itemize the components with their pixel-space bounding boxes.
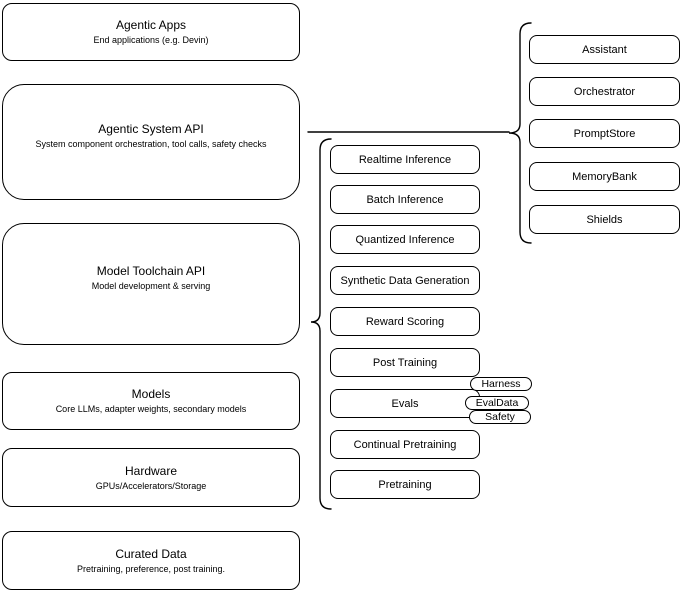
service-label: Synthetic Data Generation <box>340 274 470 287</box>
box-agentic-apps: Agentic Apps End applications (e.g. Devi… <box>2 3 300 61</box>
service-box-pretraining: Pretraining <box>330 470 480 499</box>
box-title: Model Toolchain API <box>96 264 206 278</box>
box-subtitle: Model development & serving <box>91 281 211 291</box>
eval-tag-label: Harness <box>481 378 521 390</box>
service-box-evals: Evals <box>330 389 480 418</box>
box-models: Models Core LLMs, adapter weights, secon… <box>2 372 300 430</box>
component-box-shields: Shields <box>529 205 680 234</box>
component-box-orchestrator: Orchestrator <box>529 77 680 106</box>
service-label: Evals <box>391 397 419 410</box>
box-subtitle: End applications (e.g. Devin) <box>93 35 209 45</box>
service-label: Quantized Inference <box>355 233 455 246</box>
component-label: Shields <box>586 213 623 226</box>
box-text: Agentic Apps End applications (e.g. Devi… <box>3 18 299 46</box>
component-box-memorybank: MemoryBank <box>529 162 680 191</box>
box-subtitle: Pretraining, preference, post training. <box>76 563 226 574</box>
service-box-quantized-inference: Quantized Inference <box>330 225 480 254</box>
component-label: MemoryBank <box>572 170 637 183</box>
eval-tag-safety: Safety <box>469 410 531 424</box>
service-box-post-training: Post Training <box>330 348 480 377</box>
box-title: Agentic Apps <box>115 18 187 32</box>
box-title: Curated Data <box>115 546 187 561</box>
box-text: Model Toolchain API Model development & … <box>3 264 299 292</box>
box-subtitle: System component orchestration, tool cal… <box>35 139 267 149</box>
box-text: Hardware GPUs/Accelerators/Storage <box>3 464 299 492</box>
eval-tag-label: Safety <box>485 411 515 423</box>
service-box-realtime-inference: Realtime Inference <box>330 145 480 174</box>
service-label: Realtime Inference <box>358 153 452 166</box>
component-box-promptstore: PromptStore <box>529 119 680 148</box>
component-label: PromptStore <box>573 127 636 140</box>
component-label: Orchestrator <box>573 85 636 98</box>
box-model-toolchain-api: Model Toolchain API Model development & … <box>2 223 300 345</box>
component-label: Assistant <box>582 43 627 56</box>
box-curated-data: Curated Data Pretraining, preference, po… <box>2 531 300 590</box>
box-subtitle: Core LLMs, adapter weights, secondary mo… <box>55 404 247 414</box>
box-title: Models <box>131 387 171 401</box>
service-label: Post Training <box>372 356 438 369</box>
component-box-assistant: Assistant <box>529 35 680 64</box>
box-agentic-system-api: Agentic System API System component orch… <box>2 84 300 200</box>
service-box-reward-scoring: Reward Scoring <box>330 307 480 336</box>
service-box-continual-pretraining: Continual Pretraining <box>330 430 480 459</box>
box-title: Agentic System API <box>98 122 204 136</box>
service-label: Reward Scoring <box>365 315 445 328</box>
eval-tag-harness: Harness <box>470 377 532 391</box>
box-text: Models Core LLMs, adapter weights, secon… <box>3 387 299 415</box>
brace-toolchain-services <box>310 138 332 510</box>
box-subtitle: GPUs/Accelerators/Storage <box>95 480 207 491</box>
service-box-synthetic-data-generation: Synthetic Data Generation <box>330 266 480 295</box>
box-title: Hardware <box>124 463 178 478</box>
box-text: Agentic System API System component orch… <box>3 122 299 150</box>
service-label: Batch Inference <box>366 193 444 206</box>
brace-system-components <box>508 22 532 244</box>
box-text: Curated Data Pretraining, preference, po… <box>3 547 299 575</box>
service-label: Pretraining <box>378 478 432 491</box>
eval-tag-label: EvalData <box>475 397 519 409</box>
service-label: Continual Pretraining <box>353 438 457 451</box>
service-box-batch-inference: Batch Inference <box>330 185 480 214</box>
eval-tag-evaldata: EvalData <box>465 396 529 410</box>
box-hardware: Hardware GPUs/Accelerators/Storage <box>2 448 300 507</box>
